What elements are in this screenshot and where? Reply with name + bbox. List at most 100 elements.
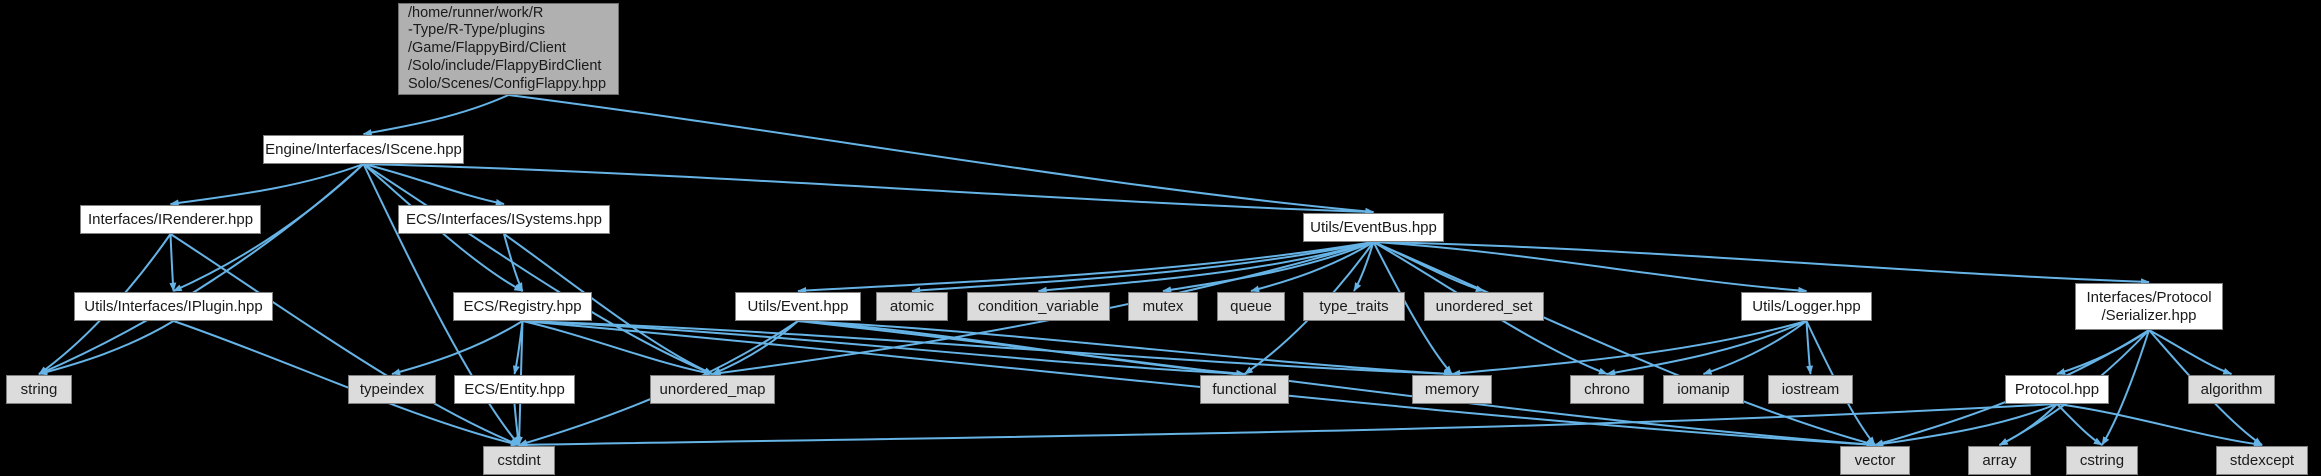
graph-edge-eventbus-to-logger bbox=[1373, 241, 1808, 294]
graph-edge-protocol-to-array bbox=[1998, 403, 2058, 446]
graph-node-label: Utils/Logger.hpp bbox=[1752, 297, 1861, 315]
graph-node-stdexcept[interactable]: stdexcept bbox=[2216, 446, 2308, 475]
graph-node-label: Utils/Interfaces/IPlugin.hpp bbox=[84, 297, 263, 315]
graph-edge-eventbus-to-condvar bbox=[1037, 241, 1374, 294]
graph-edge-registry-to-unordered_map bbox=[522, 320, 714, 376]
graph-edge-iscene-to-registry bbox=[362, 163, 524, 292]
graph-edge-eventbus-to-vector bbox=[1373, 241, 1876, 447]
graph-edge-iscene-to-irenderer bbox=[169, 163, 364, 207]
graph-edge-eventbus-to-unordered_map bbox=[711, 241, 1374, 377]
graph-edge-iscene-to-iplugin bbox=[172, 163, 365, 292]
graph-edge-event-to-memory bbox=[797, 320, 1453, 378]
graph-node-label: algorithm bbox=[2200, 380, 2263, 398]
graph-edge-logger-to-iostream bbox=[1805, 320, 1814, 375]
graph-node-label: Protocol.hpp bbox=[2014, 380, 2100, 398]
graph-edge-serializer-to-algorithm bbox=[2148, 329, 2233, 375]
graph-node-label: vector bbox=[1854, 451, 1896, 469]
graph-node-iostream[interactable]: iostream bbox=[1768, 375, 1853, 404]
graph-node-label: mutex bbox=[1142, 297, 1184, 315]
graph-edge-serializer-to-cstring bbox=[2101, 329, 2150, 446]
graph-node-label: ECS/Entity.hpp bbox=[464, 380, 565, 398]
graph-node-label: array bbox=[1982, 451, 2017, 469]
graph-node-label: Engine/Interfaces/IScene.hpp bbox=[265, 140, 462, 158]
graph-edge-root-to-eventbus bbox=[508, 94, 1375, 215]
graph-node-label: cstring bbox=[2079, 451, 2125, 469]
graph-node-unordered_set[interactable]: unordered_set bbox=[1424, 292, 1544, 321]
graph-node-entity[interactable]: ECS/Entity.hpp bbox=[454, 375, 575, 404]
graph-edge-protocol-to-vector bbox=[1874, 403, 2058, 448]
graph-edge-root-to-iscene bbox=[362, 94, 509, 136]
graph-node-eventbus[interactable]: Utils/EventBus.hpp bbox=[1303, 213, 1444, 242]
graph-node-memory[interactable]: memory bbox=[1412, 375, 1492, 404]
graph-node-label: ECS/Registry.hpp bbox=[463, 297, 582, 315]
graph-edge-logger-to-memory bbox=[1451, 320, 1807, 377]
graph-node-condvar[interactable]: condition_variable bbox=[967, 292, 1110, 321]
graph-node-label: Interfaces/IRenderer.hpp bbox=[87, 210, 254, 228]
graph-edge-protocol-to-cstring bbox=[2056, 403, 2103, 446]
graph-edge-registry-to-memory bbox=[522, 320, 1453, 378]
graph-node-label: type_traits bbox=[1319, 297, 1389, 315]
graph-node-cstring[interactable]: cstring bbox=[2066, 446, 2138, 475]
graph-node-irenderer[interactable]: Interfaces/IRenderer.hpp bbox=[80, 205, 261, 234]
graph-edge-iscene-to-isystems bbox=[363, 163, 505, 206]
graph-edge-logger-to-chrono bbox=[1606, 320, 1807, 377]
graph-node-protocol[interactable]: Protocol.hpp bbox=[2005, 375, 2109, 404]
graph-node-isystems[interactable]: ECS/Interfaces/ISystems.hpp bbox=[398, 205, 610, 234]
graph-edge-serializer-to-protocol bbox=[2056, 329, 2150, 375]
graph-node-label: atomic bbox=[889, 297, 935, 315]
graph-edge-iscene-to-cstdint bbox=[362, 163, 520, 446]
graph-edge-eventbus-to-atomic bbox=[911, 241, 1374, 294]
graph-node-label: ECS/Interfaces/ISystems.hpp bbox=[406, 210, 602, 228]
graph-node-label: condition_variable bbox=[978, 297, 1099, 315]
graph-edge-event-to-vector bbox=[797, 320, 1876, 448]
graph-node-string[interactable]: string bbox=[6, 375, 72, 404]
graph-node-label: memory bbox=[1424, 380, 1480, 398]
graph-node-label: stdexcept bbox=[2229, 451, 2295, 469]
graph-node-logger[interactable]: Utils/Logger.hpp bbox=[1741, 292, 1872, 321]
graph-node-typetraits[interactable]: type_traits bbox=[1303, 292, 1405, 321]
graph-edge-registry-to-typeindex bbox=[391, 320, 524, 376]
graph-node-label: Utils/EventBus.hpp bbox=[1310, 218, 1437, 236]
graph-edge-eventbus-to-typetraits bbox=[1353, 241, 1375, 292]
graph-node-unordered_map[interactable]: unordered_map bbox=[650, 375, 775, 404]
graph-edge-eventbus-to-memory bbox=[1372, 241, 1453, 375]
graph-node-label: Interfaces/Protocol /Serializer.hpp bbox=[2086, 289, 2212, 324]
graph-node-label: queue bbox=[1230, 297, 1272, 315]
graph-edge-eventbus-to-serializer bbox=[1373, 241, 2150, 286]
graph-edge-isystems-to-unordered_map bbox=[503, 233, 714, 375]
graph-node-label: typeindex bbox=[359, 380, 425, 398]
graph-node-array[interactable]: array bbox=[1968, 446, 2031, 475]
graph-node-typeindex[interactable]: typeindex bbox=[348, 375, 436, 404]
graph-node-queue[interactable]: queue bbox=[1217, 292, 1285, 321]
graph-edge-irenderer-to-iplugin bbox=[169, 233, 177, 292]
graph-edge-iplugin-to-string bbox=[38, 320, 175, 376]
graph-node-label: functional bbox=[1212, 380, 1277, 398]
graph-node-serializer[interactable]: Interfaces/Protocol /Serializer.hpp bbox=[2075, 283, 2223, 330]
graph-node-functional[interactable]: functional bbox=[1200, 375, 1289, 404]
graph-node-label: Utils/Event.hpp bbox=[747, 297, 849, 315]
graph-node-event[interactable]: Utils/Event.hpp bbox=[735, 292, 861, 321]
graph-node-label: unordered_set bbox=[1435, 297, 1533, 315]
graph-node-registry[interactable]: ECS/Registry.hpp bbox=[453, 292, 592, 321]
graph-edge-eventbus-to-event bbox=[797, 241, 1374, 295]
graph-node-chrono[interactable]: chrono bbox=[1570, 375, 1644, 404]
graph-node-mutex[interactable]: mutex bbox=[1128, 292, 1198, 321]
graph-node-label: string bbox=[20, 380, 58, 398]
graph-node-cstdint[interactable]: cstdint bbox=[483, 446, 555, 475]
graph-edge-iscene-to-eventbus bbox=[363, 163, 1375, 216]
graph-node-label: iostream bbox=[1781, 380, 1840, 398]
graph-edge-irenderer-to-cstdint bbox=[169, 233, 520, 446]
graph-node-iscene[interactable]: Engine/Interfaces/IScene.hpp bbox=[263, 135, 464, 164]
graph-node-root[interactable]: /home/runner/work/R -Type/R-Type/plugins… bbox=[398, 3, 619, 95]
graph-edge-isystems-to-registry bbox=[503, 233, 524, 292]
graph-edge-protocol-to-cstdint bbox=[518, 403, 2058, 449]
graph-edge-logger-to-iomanip bbox=[1702, 320, 1808, 375]
graph-node-vector[interactable]: vector bbox=[1840, 446, 1910, 475]
graph-node-atomic[interactable]: atomic bbox=[876, 292, 948, 321]
graph-node-algorithm[interactable]: algorithm bbox=[2188, 375, 2275, 404]
graph-node-iomanip[interactable]: iomanip bbox=[1663, 375, 1744, 404]
graph-node-label: cstdint bbox=[497, 451, 541, 469]
graph-node-iplugin[interactable]: Utils/Interfaces/IPlugin.hpp bbox=[74, 292, 273, 321]
